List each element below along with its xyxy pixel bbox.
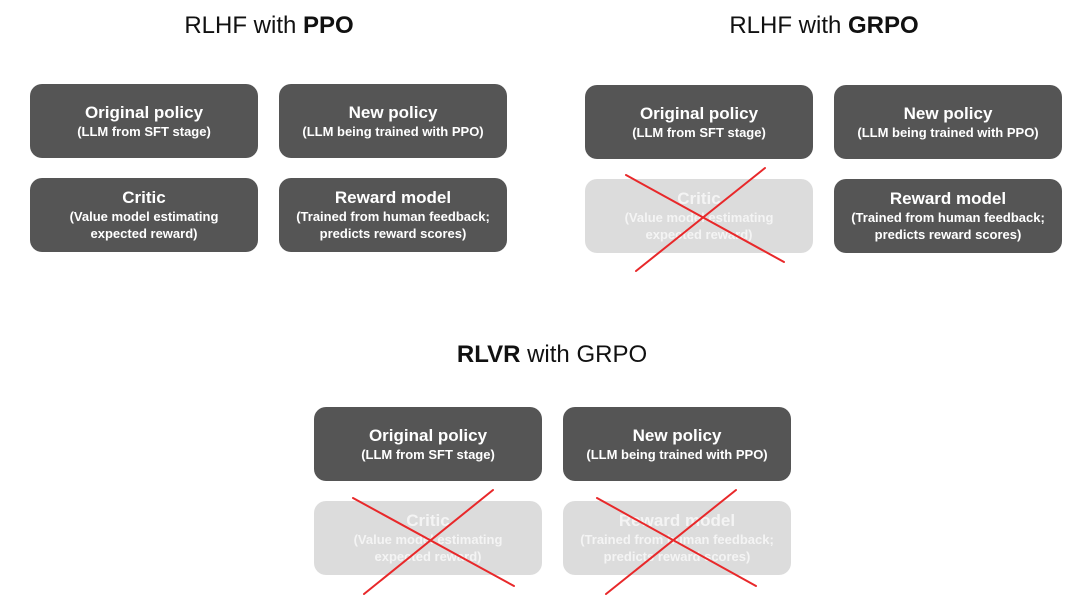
box-subtitle: (Trained from human feedback; <box>851 210 1045 225</box>
box-subtitle: (LLM from SFT stage) <box>361 446 495 462</box>
box-title: Reward model <box>618 511 736 530</box>
box-title: Critic <box>122 188 166 207</box>
box-subtitle: predicts reward scores) <box>319 226 467 241</box>
box-title: Original policy <box>639 103 759 123</box>
ppo-original-policy-box: Original policy (LLM from SFT stage) <box>30 84 258 158</box>
box-subtitle: (LLM from SFT stage) <box>77 123 211 139</box>
box-subtitle: expected reward) <box>90 226 198 241</box>
box-subtitle: (LLM being trained with PPO) <box>586 446 768 462</box>
box-title: New policy <box>632 425 722 445</box>
box-title: New policy <box>348 102 438 122</box>
title-prefix: RLHF with <box>729 12 848 39</box>
grpo-new-policy-box: New policy (LLM being trained with PPO) <box>834 85 1062 159</box>
box-title: Reward model <box>334 188 452 207</box>
ppo-critic-box: Critic (Value model estimating expected … <box>30 178 258 252</box>
box-subtitle: (Trained from human feedback; <box>580 532 774 547</box>
box-title: New policy <box>903 103 993 123</box>
box-subtitle: (LLM being trained with PPO) <box>302 123 484 139</box>
grpo-critic-box-removed: Critic (Value model estimating expected … <box>585 179 813 253</box>
box-subtitle: (LLM being trained with PPO) <box>857 124 1039 140</box>
rlvr-reward-model-box-removed: Reward model (Trained from human feedbac… <box>563 501 791 575</box>
box-subtitle: (Value model estimating <box>69 209 219 224</box>
box-title: Reward model <box>889 189 1007 208</box>
panel-title-rlvr-grpo: RLVR with GRPO <box>422 341 682 369</box>
box-subtitle: (Value model estimating <box>624 210 774 225</box>
title-bold: GRPO <box>848 12 919 39</box>
title-bold: RLVR <box>456 341 521 368</box>
ppo-reward-model-box: Reward model (Trained from human feedbac… <box>279 178 507 252</box>
panel-title-rlhf-ppo: RLHF with PPO <box>144 12 394 40</box>
box-subtitle: expected reward) <box>645 227 753 242</box>
rlvr-new-policy-box: New policy (LLM being trained with PPO) <box>563 407 791 481</box>
box-subtitle: (Value model estimating <box>353 532 503 547</box>
box-title: Original policy <box>84 102 204 122</box>
rlvr-critic-box-removed: Critic (Value model estimating expected … <box>314 501 542 575</box>
ppo-new-policy-box: New policy (LLM being trained with PPO) <box>279 84 507 158</box>
title-prefix: RLHF with <box>184 12 303 39</box>
title-suffix: with GRPO <box>520 341 648 368</box>
box-title: Critic <box>677 189 721 208</box>
box-subtitle: (LLM from SFT stage) <box>632 124 766 140</box>
box-subtitle: (Trained from human feedback; <box>296 209 490 224</box>
box-subtitle: expected reward) <box>374 549 482 564</box>
title-bold: PPO <box>303 12 354 39</box>
grpo-original-policy-box: Original policy (LLM from SFT stage) <box>585 85 813 159</box>
box-subtitle: predicts reward scores) <box>603 549 751 564</box>
box-subtitle: predicts reward scores) <box>874 227 1022 242</box>
grpo-reward-model-box: Reward model (Trained from human feedbac… <box>834 179 1062 253</box>
rlvr-original-policy-box: Original policy (LLM from SFT stage) <box>314 407 542 481</box>
box-title: Original policy <box>368 425 488 445</box>
panel-title-rlhf-grpo: RLHF with GRPO <box>694 12 954 40</box>
box-title: Critic <box>406 511 450 530</box>
